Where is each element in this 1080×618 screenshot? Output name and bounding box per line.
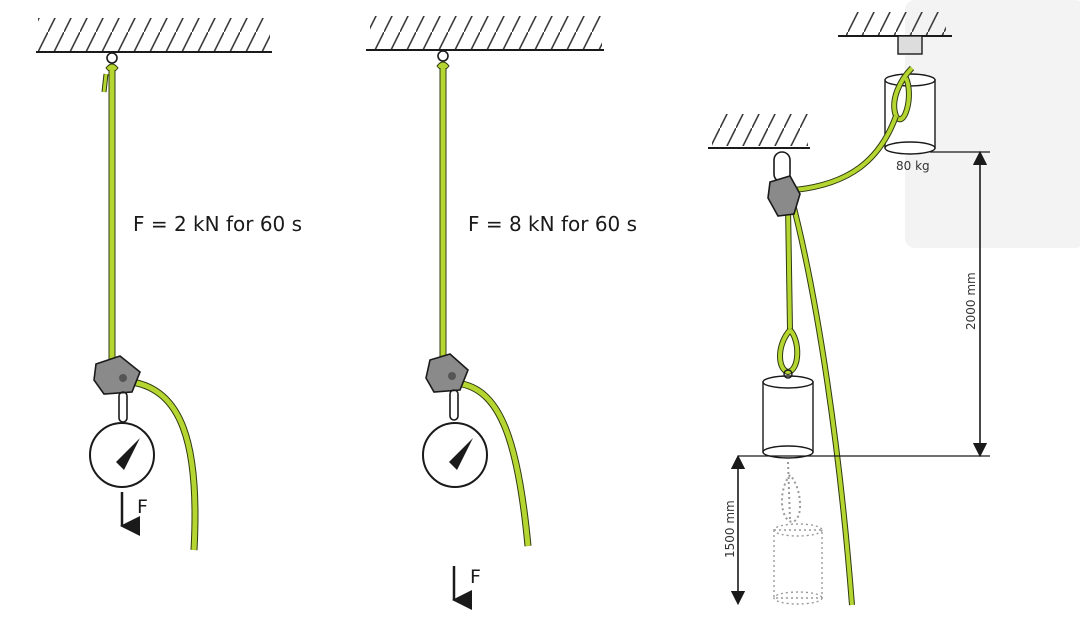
ghost-weight-icon <box>773 461 823 605</box>
rope <box>777 65 915 606</box>
rope <box>439 68 532 547</box>
top-fixture <box>897 35 923 55</box>
mass-label: 80 kg <box>896 159 930 173</box>
rope <box>108 70 199 551</box>
panel-drop-test: 80 kg <box>708 12 990 606</box>
rope-grab-icon <box>767 175 801 217</box>
panel-static-8kn: F = 8 kN for 60 s F <box>366 16 637 610</box>
force-gauge-icon <box>89 422 155 488</box>
rope-grab-icon <box>425 353 469 421</box>
height-label: 2000 mm <box>964 272 978 330</box>
ceiling-upper <box>838 12 952 37</box>
force-arrow-label: F <box>470 566 481 588</box>
ceiling <box>36 18 272 53</box>
fall-label: 1500 mm <box>723 500 737 558</box>
weight-icon <box>762 369 814 459</box>
ceiling-anchor-icon <box>436 50 450 71</box>
force-label: F = 8 kN for 60 s <box>468 212 637 236</box>
force-label: F = 2 kN for 60 s <box>133 212 302 236</box>
rope-grab-icon <box>93 355 141 423</box>
dimension-2000mm <box>738 150 990 458</box>
force-gauge-icon <box>422 422 488 488</box>
panel-static-2kn: F = 2 kN for 60 s F <box>36 18 302 551</box>
ceiling-lower <box>708 114 810 149</box>
background-card <box>905 0 1080 248</box>
force-arrow-label: F <box>137 496 148 518</box>
ceiling <box>366 16 604 51</box>
